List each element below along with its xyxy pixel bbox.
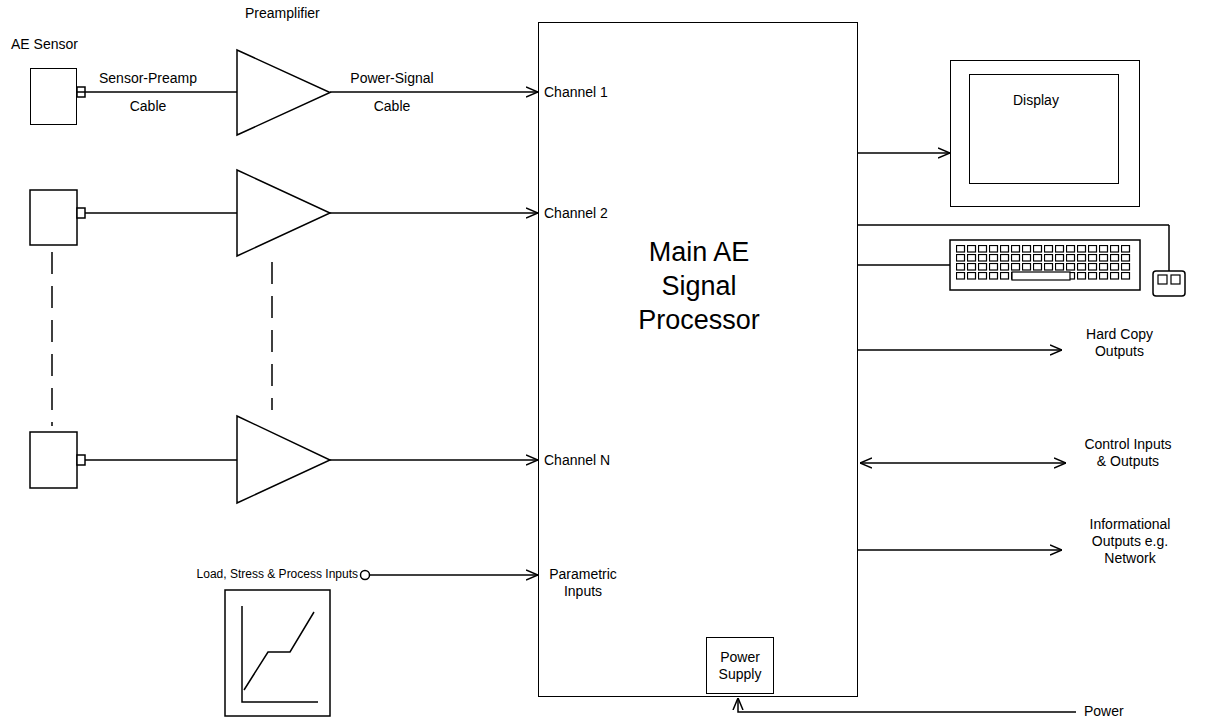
mouse (1153, 271, 1185, 296)
cable-connector (77, 91, 237, 93)
sensor-cable (85, 459, 237, 461)
processor-title: Main AE Signal Processor (634, 236, 764, 337)
mouse-cable (1168, 225, 1170, 271)
continuation-dash (51, 252, 53, 426)
control-arrow (860, 462, 1066, 464)
chart-axes (242, 606, 318, 702)
space-bar (1012, 272, 1070, 280)
display-monitor: Display (950, 60, 1140, 207)
input-label: Load, Stress & Process Inputs (186, 567, 358, 581)
signal-cable (330, 459, 538, 461)
continuation-dash (271, 262, 273, 410)
preamplifier-heading: Preamplifier (245, 5, 320, 21)
keyboard-keys (956, 245, 1132, 281)
output-label: Informational Outputs e.g. Network (1080, 516, 1180, 566)
input-terminal (361, 571, 370, 580)
cable-label: Power-Signal Cable (337, 64, 447, 120)
triangle-shape (237, 50, 330, 135)
preamplifier-triangle (237, 170, 330, 256)
chart-icon (225, 590, 330, 716)
sensor-connector (77, 208, 85, 218)
signal-cable (330, 212, 538, 214)
keyboard-cable (858, 264, 950, 266)
mouse-button (1158, 275, 1167, 284)
sensor-cable (85, 212, 237, 214)
channel-label: Channel 2 (544, 205, 608, 222)
sensor-box (30, 190, 77, 245)
channel-label: Channel 1 (544, 84, 608, 101)
output-label: Control Inputs & Outputs (1078, 436, 1178, 470)
mouse-cable (858, 224, 1169, 226)
cable-connector (330, 91, 538, 93)
cable-label: Sensor-Preamp Cable (93, 64, 203, 120)
sensor-heading: AE Sensor (11, 36, 78, 52)
preamplifier-triangle (237, 416, 330, 503)
power-supply-label: Power Supply (710, 649, 770, 683)
triangle-outline (237, 50, 330, 135)
parametric-label: Parametric Inputs (542, 566, 624, 600)
mouse-button (1171, 275, 1180, 284)
power-supply-box: Power Supply (706, 637, 774, 694)
keyboard (950, 240, 1140, 290)
output-arrow (858, 549, 1062, 551)
sensor-connector (77, 455, 85, 465)
parametric-arrow (370, 574, 538, 576)
channel-label: Channel N (544, 452, 610, 469)
sensor-box: AE Sensor (30, 68, 77, 125)
display-label: Display (1013, 92, 1059, 108)
sensor-box (30, 432, 77, 488)
cable-connector (858, 152, 950, 154)
output-label: Hard Copy Outputs (1072, 326, 1167, 360)
preamplifier-triangle: Preamplifier (237, 50, 330, 135)
monitor-screen (969, 74, 1119, 184)
chart-curve (244, 612, 314, 690)
output-arrow (858, 349, 1062, 351)
power-line (738, 698, 1076, 712)
power-label: Power (1084, 703, 1124, 720)
